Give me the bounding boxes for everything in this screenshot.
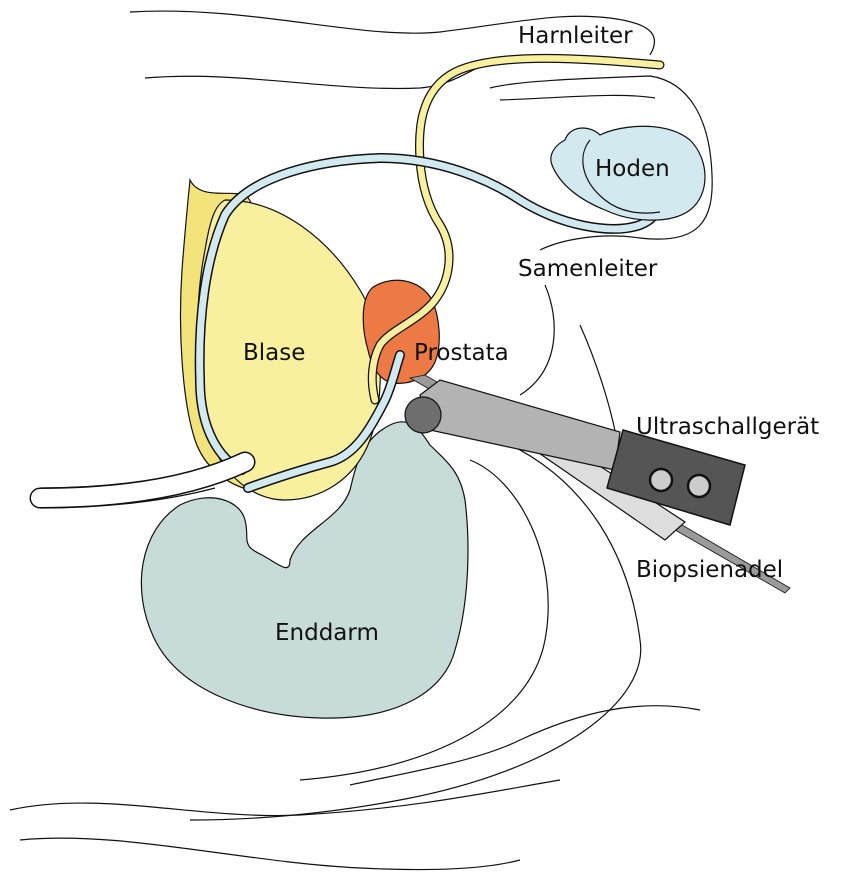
label-samenleiter: Samenleiter xyxy=(518,256,658,282)
probe-knob-2 xyxy=(688,475,710,497)
label-ultraschallgeraet: Ultraschallgerät xyxy=(636,414,819,440)
label-prostata: Prostata xyxy=(414,340,509,366)
probe-knob-1 xyxy=(650,469,672,491)
label-enddarm: Enddarm xyxy=(275,620,379,646)
label-hoden: Hoden xyxy=(595,156,670,182)
contour-perineum xyxy=(520,285,554,395)
label-biopsienadel: Biopsienadel xyxy=(636,557,783,583)
label-blase: Blase xyxy=(243,340,305,366)
contour-lower-arc xyxy=(350,706,700,785)
label-harnleiter: Harnleiter xyxy=(518,23,633,49)
contour-scrotum-inner xyxy=(500,95,655,100)
contour-bottom-2 xyxy=(20,838,520,869)
contour-bottom-1 xyxy=(10,780,560,816)
urethra xyxy=(40,462,245,498)
